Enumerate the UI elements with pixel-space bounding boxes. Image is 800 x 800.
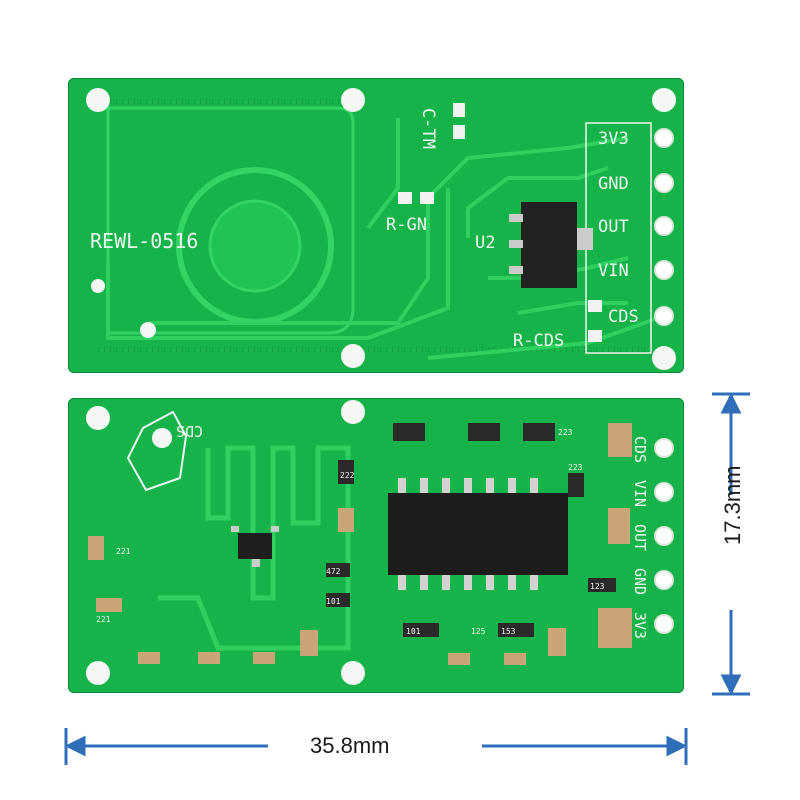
- arrowhead-right: [666, 735, 688, 757]
- pcb-bottom-artwork: CDS 223: [86, 400, 674, 685]
- pcb-bottom-view: CDS 223: [68, 398, 684, 693]
- u2-chip: [521, 202, 577, 288]
- pin-label-gnd: GND: [598, 174, 629, 194]
- arrowhead-down: [720, 674, 742, 696]
- header-pads: [654, 128, 674, 326]
- resistor-code: 222: [340, 471, 355, 480]
- pin-label-out: OUT: [631, 524, 649, 551]
- antenna-disc: [208, 199, 302, 293]
- resistor-code-labels: 223 223 222 472 101 221 221 101 153 123 …: [96, 428, 605, 636]
- resistor-code: 101: [406, 627, 421, 636]
- resistor-code: 221: [116, 547, 131, 556]
- pin-label-3v3: 3V3: [631, 612, 649, 639]
- passive-components: [88, 423, 632, 665]
- r-cds-label: R-CDS: [513, 331, 564, 351]
- width-dimension-label: 35.8mm: [310, 733, 390, 758]
- arrowhead-up: [720, 392, 742, 414]
- pin-label-3v3: 3V3: [598, 129, 629, 149]
- smd-pads: [398, 103, 602, 342]
- resistor-code: 125: [471, 627, 486, 636]
- resistor-code: 101: [326, 597, 341, 606]
- pin-label-cds: CDS: [608, 307, 639, 327]
- pin-label-vin: VIN: [631, 480, 649, 507]
- header-pads: [654, 438, 674, 634]
- transistor-leads: [231, 526, 279, 567]
- pin-label-gnd: GND: [631, 568, 649, 595]
- resistor-code: 223: [568, 463, 583, 472]
- u2-label: U2: [475, 233, 495, 253]
- resistor-code: 123: [590, 582, 605, 591]
- resistor-code: 221: [96, 615, 111, 624]
- cds-label: CDS: [176, 422, 203, 440]
- model-label: REWL-0516: [90, 229, 198, 253]
- ic-pins: [398, 478, 538, 590]
- height-dimension-label: 17.3mm: [720, 465, 745, 545]
- u2-leads: [509, 214, 593, 274]
- antenna-outline: [106, 106, 355, 335]
- r-gn-label: R-GN: [386, 215, 427, 235]
- pcb-top-view: REWL-0516 C-TM R-GN U2 R-CDS 3V3 GND OUT…: [68, 78, 684, 373]
- pin-label-cds: CDS: [631, 436, 649, 463]
- bottom-pin-labels: CDS VIN OUT GND 3V3: [631, 436, 649, 639]
- pin-label-out: OUT: [598, 217, 629, 237]
- resistor-code: 223: [558, 428, 573, 437]
- mounting-holes: [86, 88, 676, 370]
- resistor-code: 153: [501, 627, 516, 636]
- pcb-top-artwork: REWL-0516 C-TM R-GN U2 R-CDS 3V3 GND OUT…: [86, 88, 676, 370]
- ic-chip: [388, 493, 568, 575]
- pin-label-vin: VIN: [598, 261, 629, 281]
- transistor-chip: [238, 533, 272, 559]
- mounting-holes: [86, 400, 365, 685]
- c-tm-label: C-TM: [418, 108, 438, 149]
- cds-sensor-outline: [126, 410, 188, 492]
- arrowhead-left: [64, 735, 86, 757]
- resistor-code: 472: [326, 567, 341, 576]
